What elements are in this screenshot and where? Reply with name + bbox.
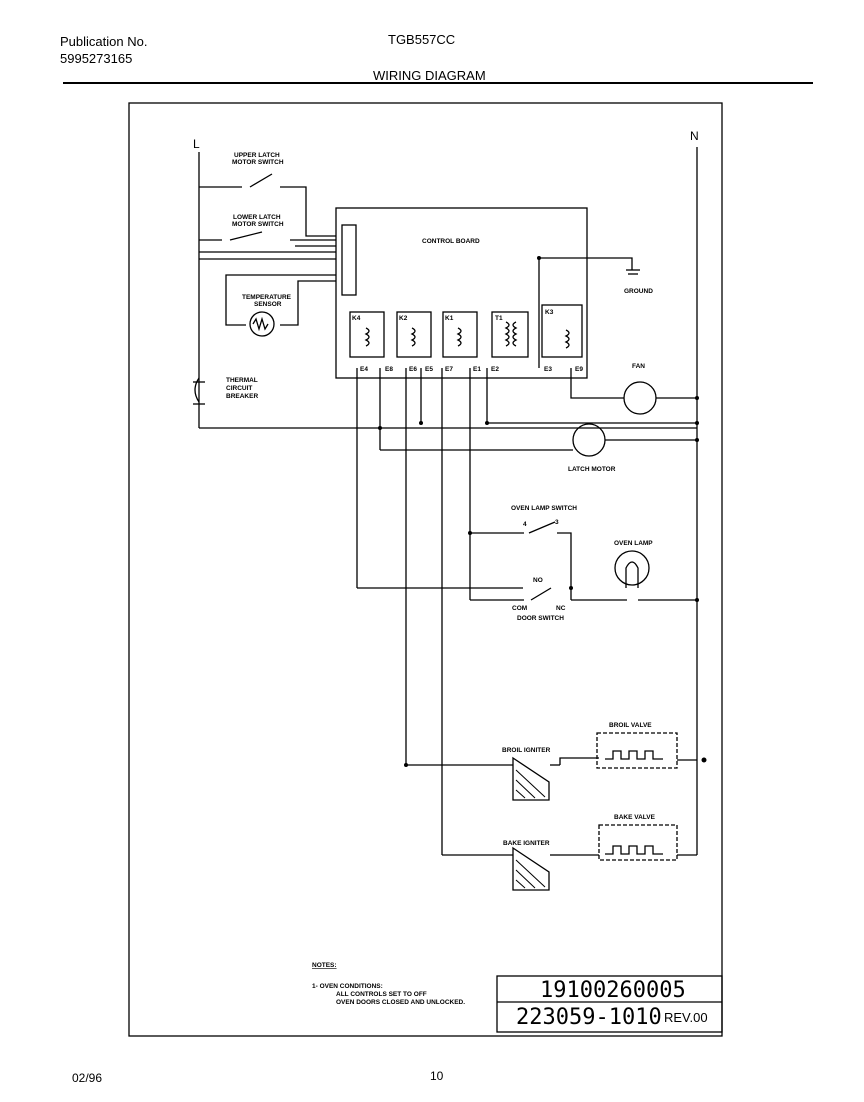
diagram-frame — [128, 102, 723, 1037]
notes-heading: NOTES: — [312, 962, 337, 969]
broil-igniter — [512, 756, 550, 801]
publication-number: 5995273165 — [60, 51, 133, 66]
page-title: WIRING DIAGRAM — [373, 68, 486, 83]
part-number: 19100260005 — [540, 978, 686, 1003]
relay-label-k3: K3 — [545, 309, 554, 316]
breaker-label-2: CIRCUIT — [226, 385, 252, 392]
terminal-e7: E7 — [445, 366, 453, 373]
oven-lamp-label: OVEN LAMP — [614, 540, 653, 547]
bake-valve — [598, 824, 678, 861]
relay-label-k1: K1 — [445, 315, 454, 322]
revision: REV.00 — [664, 1010, 708, 1025]
oven-lamp — [614, 550, 650, 586]
ground-label: GROUND — [624, 288, 653, 295]
drawing-number: 223059-1010 — [516, 1005, 662, 1030]
upper-latch-switch-label-2: MOTOR SWITCH — [232, 159, 284, 166]
latch-motor-label: LATCH MOTOR — [568, 466, 616, 473]
terminal-e2: E2 — [491, 366, 499, 373]
latch-motor — [572, 423, 606, 457]
broil-igniter-label: BROIL IGNITER — [502, 747, 551, 754]
broil-valve — [596, 732, 678, 769]
door-switch-label: DOOR SWITCH — [517, 615, 564, 622]
door-pin-no: NO — [533, 577, 543, 584]
switch-pin-3: 3 — [555, 519, 559, 526]
terminal-e3: E3 — [544, 366, 552, 373]
fan-label: FAN — [632, 363, 645, 370]
sensor-label-2: SENSOR — [254, 301, 282, 308]
neutral-label: N — [690, 129, 699, 143]
terminal-e8: E8 — [385, 366, 393, 373]
terminal-e1: E1 — [473, 366, 481, 373]
control-board-label: CONTROL BOARD — [422, 238, 480, 245]
oven-lamp-switch-label: OVEN LAMP SWITCH — [511, 505, 577, 512]
temperature-sensor — [249, 311, 275, 337]
door-pin-com: COM — [512, 605, 527, 612]
broil-valve-label: BROIL VALVE — [609, 722, 652, 729]
control-board — [335, 207, 588, 379]
bake-valve-label: BAKE VALVE — [614, 814, 656, 821]
relay-label-k4: K4 — [352, 315, 361, 322]
breaker-label-3: BREAKER — [226, 393, 258, 400]
fan-motor — [623, 381, 657, 415]
terminal-e9: E9 — [575, 366, 583, 373]
bake-igniter — [512, 846, 550, 891]
lower-latch-switch-label-2: MOTOR SWITCH — [232, 221, 284, 228]
model-number: TGB557CC — [388, 32, 456, 47]
title-block — [496, 975, 723, 1033]
bake-igniter-label: BAKE IGNITER — [503, 840, 550, 847]
page-number: 10 — [430, 1069, 444, 1083]
terminal-e4: E4 — [360, 366, 368, 373]
door-pin-nc: NC — [556, 605, 566, 612]
sensor-label-1: TEMPERATURE — [242, 294, 292, 301]
relay-label-t1: T1 — [495, 315, 503, 322]
notes-line-3: OVEN DOORS CLOSED AND UNLOCKED. — [336, 999, 465, 1006]
header-rule — [63, 82, 813, 84]
notes-line-1: 1- OVEN CONDITIONS: — [312, 983, 383, 990]
terminal-e6: E6 — [409, 366, 417, 373]
lower-latch-switch-label-1: LOWER LATCH — [233, 214, 281, 221]
relay-label-k2: K2 — [399, 315, 408, 322]
line-label: L — [193, 137, 200, 151]
breaker-label-1: THERMAL — [226, 377, 258, 384]
publication-label: Publication No. — [60, 34, 148, 49]
notes-line-2: ALL CONTROLS SET TO OFF — [336, 991, 427, 998]
footer-date: 02/96 — [72, 1071, 103, 1085]
switch-pin-4: 4 — [523, 521, 527, 528]
terminal-e5: E5 — [425, 366, 433, 373]
upper-latch-switch-label-1: UPPER LATCH — [234, 152, 280, 159]
